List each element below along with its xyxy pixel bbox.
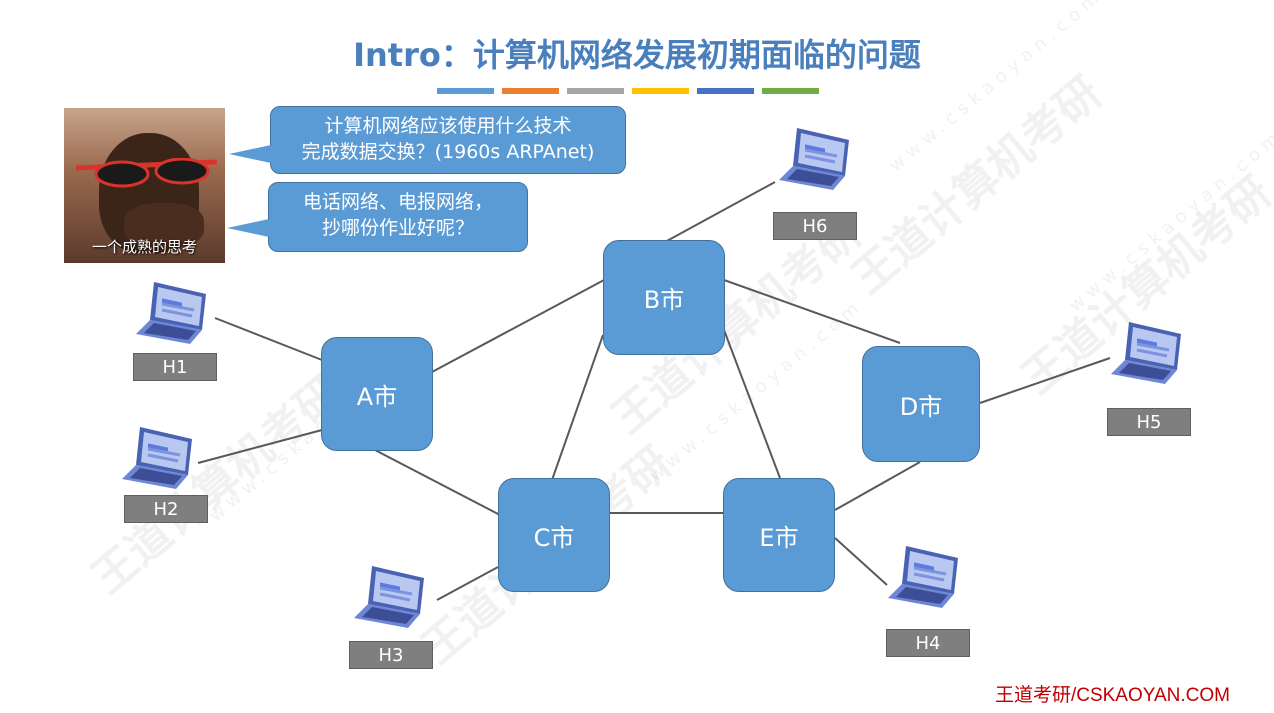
laptop-icon (134, 280, 208, 346)
city-node-b: B市 (603, 240, 725, 355)
link-e-d (834, 461, 921, 511)
sunglasses-icon (75, 158, 218, 188)
link-h6-b (664, 181, 776, 243)
city-node-a: A市 (321, 337, 433, 451)
host-label-h6: H6 (773, 212, 857, 240)
host-label-h4: H4 (886, 629, 970, 657)
accent-bar-5 (697, 88, 754, 94)
link-a-b (431, 279, 605, 373)
bubble-2-line-2: 抄哪份作业好呢？ (321, 217, 474, 239)
speech-bubble-2: 电话网络、电报网络， 抄哪份作业好呢？ (227, 182, 528, 252)
bubble-1-line-2: 完成数据交换？(1960s ARPAnet) (301, 141, 595, 163)
host-label-h2: H2 (124, 495, 208, 523)
host-label-h1: H1 (133, 353, 217, 381)
accent-bar-3 (567, 88, 624, 94)
accent-bar-2 (502, 88, 559, 94)
speech-bubble-1: 计算机网络应该使用什么技术 完成数据交换？(1960s ARPAnet) (229, 106, 626, 174)
accent-bars (437, 88, 819, 94)
accent-bar-6 (762, 88, 819, 94)
laptop-icon (352, 564, 426, 630)
link-h2-a (197, 429, 323, 464)
laptop-icon (777, 126, 851, 192)
link-b-c (551, 334, 604, 481)
accent-bar-1 (437, 88, 494, 94)
link-h1-a (214, 317, 323, 361)
host-label-h3: H3 (349, 641, 433, 669)
laptop-icon (120, 425, 194, 491)
bubble-1-line-1: 计算机网络应该使用什么技术 (324, 115, 572, 137)
accent-bar-4 (632, 88, 689, 94)
link-h4-e (834, 537, 888, 586)
bubble-2-line-1: 电话网络、电报网络， (302, 191, 493, 213)
laptop-icon (1109, 320, 1183, 386)
city-node-e: E市 (723, 478, 835, 592)
photo-caption: 一个成熟的思考 (91, 238, 197, 256)
link-b-e (723, 329, 781, 479)
link-b-d (723, 279, 901, 344)
city-node-c: C市 (498, 478, 610, 592)
thinking-meme-image: 一个成熟的思考 (64, 108, 225, 263)
laptop-icon (886, 544, 960, 610)
host-label-h5: H5 (1107, 408, 1191, 436)
link-a-c (374, 449, 501, 516)
link-h3-c (436, 566, 499, 601)
page-title: Intro：计算机网络发展初期面临的问题 (353, 36, 921, 74)
link-h5-d (979, 357, 1111, 404)
city-node-d: D市 (862, 346, 980, 462)
footer-brand: 王道考研/CSKAOYAN.COM (994, 685, 1230, 706)
